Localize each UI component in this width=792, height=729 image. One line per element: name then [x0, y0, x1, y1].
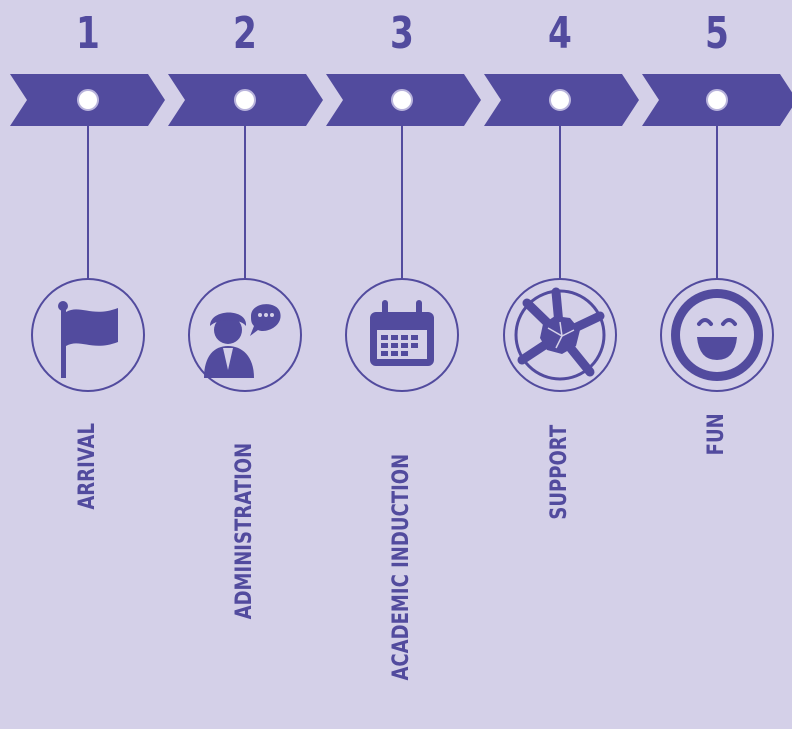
step-number-1: 1: [76, 8, 100, 59]
step-number-5: 5: [705, 8, 729, 59]
timeline-node-2: [234, 89, 256, 111]
icon-circle-4: [503, 278, 617, 392]
connector-lines: [87, 126, 718, 279]
joined-hands-icon: [514, 287, 606, 381]
step-number-4: 4: [548, 8, 572, 59]
step-label-text-arrival: ARRIVAL: [75, 423, 100, 510]
icon-circle-3: [345, 278, 459, 392]
icon-circle-2: [188, 278, 302, 392]
calendar-icon: [370, 300, 434, 366]
icon-circle-1: [31, 278, 145, 392]
step-number-3: 3: [390, 8, 414, 59]
icon-circles: [31, 278, 774, 392]
timeline-node-4: [549, 89, 571, 111]
step-label-text-fun: FUN: [704, 413, 729, 456]
timeline-node-1: [77, 89, 99, 111]
step-label-text-support: SUPPORT: [547, 424, 572, 520]
smiley-face-icon: [671, 289, 763, 381]
timeline-node-3: [391, 89, 413, 111]
step-label-text-administration: ADMINISTRATION: [232, 442, 257, 620]
icon-circle-5: [660, 278, 774, 392]
person-speech-bubble-icon: [204, 304, 281, 378]
timeline-nodes: [77, 89, 728, 111]
flag-icon: [58, 301, 118, 378]
step-number-2: 2: [233, 8, 257, 59]
timeline-node-5: [706, 89, 728, 111]
step-label-text-academic-induction: ACADEMIC INDUCTION: [389, 453, 414, 681]
